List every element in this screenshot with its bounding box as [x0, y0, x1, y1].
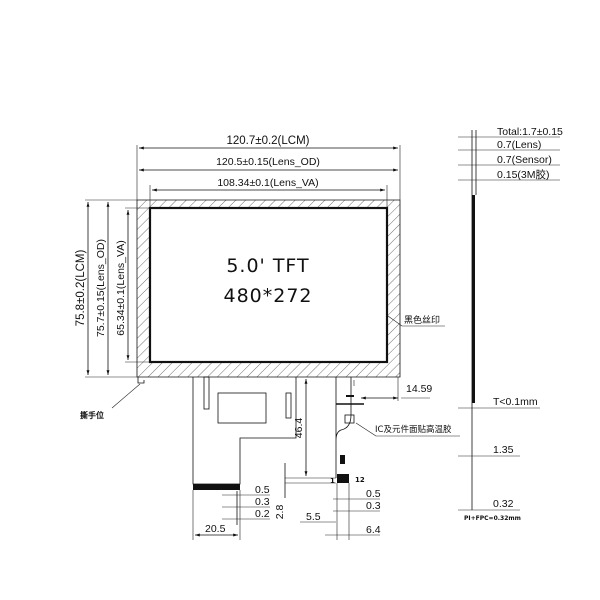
active-area [148, 206, 389, 364]
pitch-width-dim: 6.4 [366, 524, 381, 536]
lens-va-width-label: 108.34±0.1(Lens_VA) [217, 177, 318, 189]
lens-od-width-label: 120.5±0.15(Lens_OD) [216, 156, 320, 168]
pull-tab [137, 377, 145, 384]
lcm-height-label: 75.8±0.2(LCM) [75, 250, 87, 327]
fpc [192, 376, 364, 490]
pin-first: 1 [330, 477, 335, 485]
left-stack-dims: 0.5 0.3 0.2 [222, 484, 270, 525]
ic-note: IC及元件面贴高温胶 [375, 424, 452, 435]
width-dimensions: 120.7±0.2(LCM) 120.5±0.15(Lens_OD) 108.3… [136, 135, 401, 208]
svg-text:0.5: 0.5 [255, 484, 270, 496]
pull-tab-note: 撕手位 [80, 410, 104, 420]
height-2-8-dim: 2.8 [274, 505, 286, 520]
adhesive-thickness: 0.15(3M胶) [497, 168, 550, 181]
lcm-width-label: 120.7±0.2(LCM) [226, 135, 309, 147]
fpc-thickness-dim: 0.32 [493, 498, 514, 510]
left-width-dim: 20.5 [205, 523, 226, 535]
lens-od-height-label: 75.7±0.15(Lens_OD) [95, 239, 107, 337]
svg-text:0.3: 0.3 [255, 496, 270, 508]
fpc-offset-dim: 14.59 [406, 383, 432, 395]
height-dimensions: 75.8±0.2(LCM) 75.7±0.15(Lens_OD) 65.34±0… [75, 199, 150, 378]
total-thickness: Total:1.7±0.15 [497, 126, 563, 138]
svg-text:0.5: 0.5 [366, 488, 381, 500]
black-silkscreen-note: 黑色丝印 [404, 314, 440, 326]
sensor-thickness: 0.7(Sensor) [497, 154, 552, 166]
svg-text:0.2: 0.2 [255, 508, 270, 520]
stiffener-dim: 1.35 [493, 444, 514, 456]
display-title: 5.0' TFT [226, 255, 309, 277]
lcm-outline [136, 199, 401, 384]
lens-thickness: 0.7(Lens) [497, 139, 541, 151]
display-resolution: 480*272 [223, 285, 312, 307]
pin-gap-dim: 5.5 [306, 511, 321, 523]
lens-va-height-label: 65.34±0.1(Lens_VA) [115, 240, 127, 335]
fpc-note: PI+FPC=0.32mm [464, 515, 521, 522]
side-view: Total:1.7±0.15 0.7(Lens) 0.7(Sensor) 0.1… [458, 126, 563, 522]
svg-text:0.3: 0.3 [366, 500, 381, 512]
right-stack-dims: 0.5 0.3 6.4 [325, 483, 381, 540]
fpc-length-dim: 46.4 [293, 418, 305, 439]
tail-thickness: T<0.1mm [493, 396, 538, 408]
pin-last: 12 [355, 476, 365, 484]
